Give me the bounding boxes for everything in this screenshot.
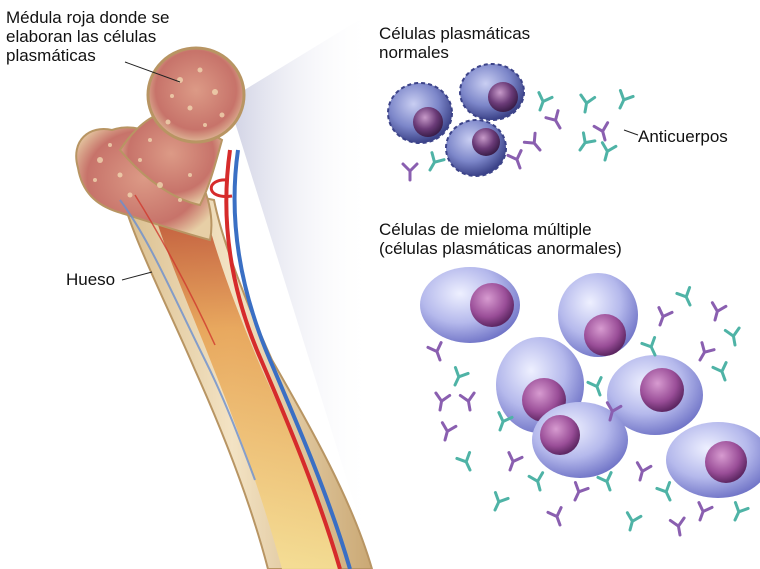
antibody-icon xyxy=(529,473,547,492)
antibody-icon xyxy=(598,473,617,493)
antibody-icon xyxy=(460,393,477,411)
antibodies-label: Anticuerpos xyxy=(638,127,728,146)
antibody-icon xyxy=(489,493,508,513)
myeloma-label-line: Células de mieloma múltiple xyxy=(379,220,622,239)
normal-cells-label: Células plasmáticas normales xyxy=(379,24,530,62)
normal-plasma-cells xyxy=(388,64,524,176)
normal-cells-label-line: normales xyxy=(379,43,530,62)
myeloma-label-line: (células plasmáticas anormales) xyxy=(379,239,622,258)
antibody-icon xyxy=(457,453,476,473)
myeloma-label: Células de mieloma múltiple (células pla… xyxy=(379,220,622,258)
marrow-label-line: plasmáticas xyxy=(6,46,170,65)
antibody-icon xyxy=(708,303,726,322)
marrow-label-line: elaboran las células xyxy=(6,27,170,46)
antibody-icon xyxy=(653,308,672,328)
marrow-label: Médula roja donde se elaboran las célula… xyxy=(6,8,170,65)
bone-pointer-line xyxy=(122,272,152,280)
myeloma-cell xyxy=(558,273,638,357)
normal-cell xyxy=(460,64,524,120)
antibody-icon xyxy=(633,463,651,482)
antibody-icon xyxy=(594,123,612,142)
antibody-icon xyxy=(713,363,732,383)
antibody-pointer-line xyxy=(624,130,638,135)
antibody-icon xyxy=(438,423,456,442)
antibody-icon xyxy=(578,95,595,113)
antibody-icon xyxy=(694,343,714,364)
bone-label-text: Hueso xyxy=(66,270,115,289)
marrow-label-line: Médula roja donde se xyxy=(6,8,170,27)
bone-label: Hueso xyxy=(66,270,115,289)
antibody-icon xyxy=(623,513,641,532)
antibody-icon xyxy=(569,483,588,503)
antibody-icon xyxy=(670,518,687,536)
antibody-icon xyxy=(449,368,468,388)
antibodies-label-text: Anticuerpos xyxy=(638,127,728,146)
normal-cell xyxy=(446,120,506,176)
antibody-icon xyxy=(524,133,545,154)
antibody-icon xyxy=(642,338,661,358)
antibody-icon xyxy=(677,288,696,308)
antibody-icon xyxy=(403,164,417,180)
antibody-icon xyxy=(548,508,567,528)
antibody-icon xyxy=(729,503,748,523)
myeloma-cell xyxy=(532,402,628,478)
antibody-icon xyxy=(657,483,676,503)
antibody-icon xyxy=(725,328,742,346)
antibody-icon xyxy=(574,133,595,154)
antibody-icon xyxy=(433,393,450,411)
antibody-icon xyxy=(546,111,566,132)
antibody-icon xyxy=(588,378,607,398)
antibody-icon xyxy=(614,91,633,111)
antibody-icon xyxy=(598,143,616,162)
normal-cell xyxy=(388,83,452,143)
antibody-icon xyxy=(503,453,522,473)
antibody-icon xyxy=(693,503,712,523)
antibody-icon xyxy=(508,151,527,171)
myeloma-cell xyxy=(666,422,760,498)
normal-cells-label-line: Células plasmáticas xyxy=(379,24,530,43)
antibody-icon xyxy=(424,153,444,174)
antibody-icon xyxy=(533,93,552,113)
antibody-icon xyxy=(428,343,447,363)
myeloma-cell xyxy=(420,267,520,343)
